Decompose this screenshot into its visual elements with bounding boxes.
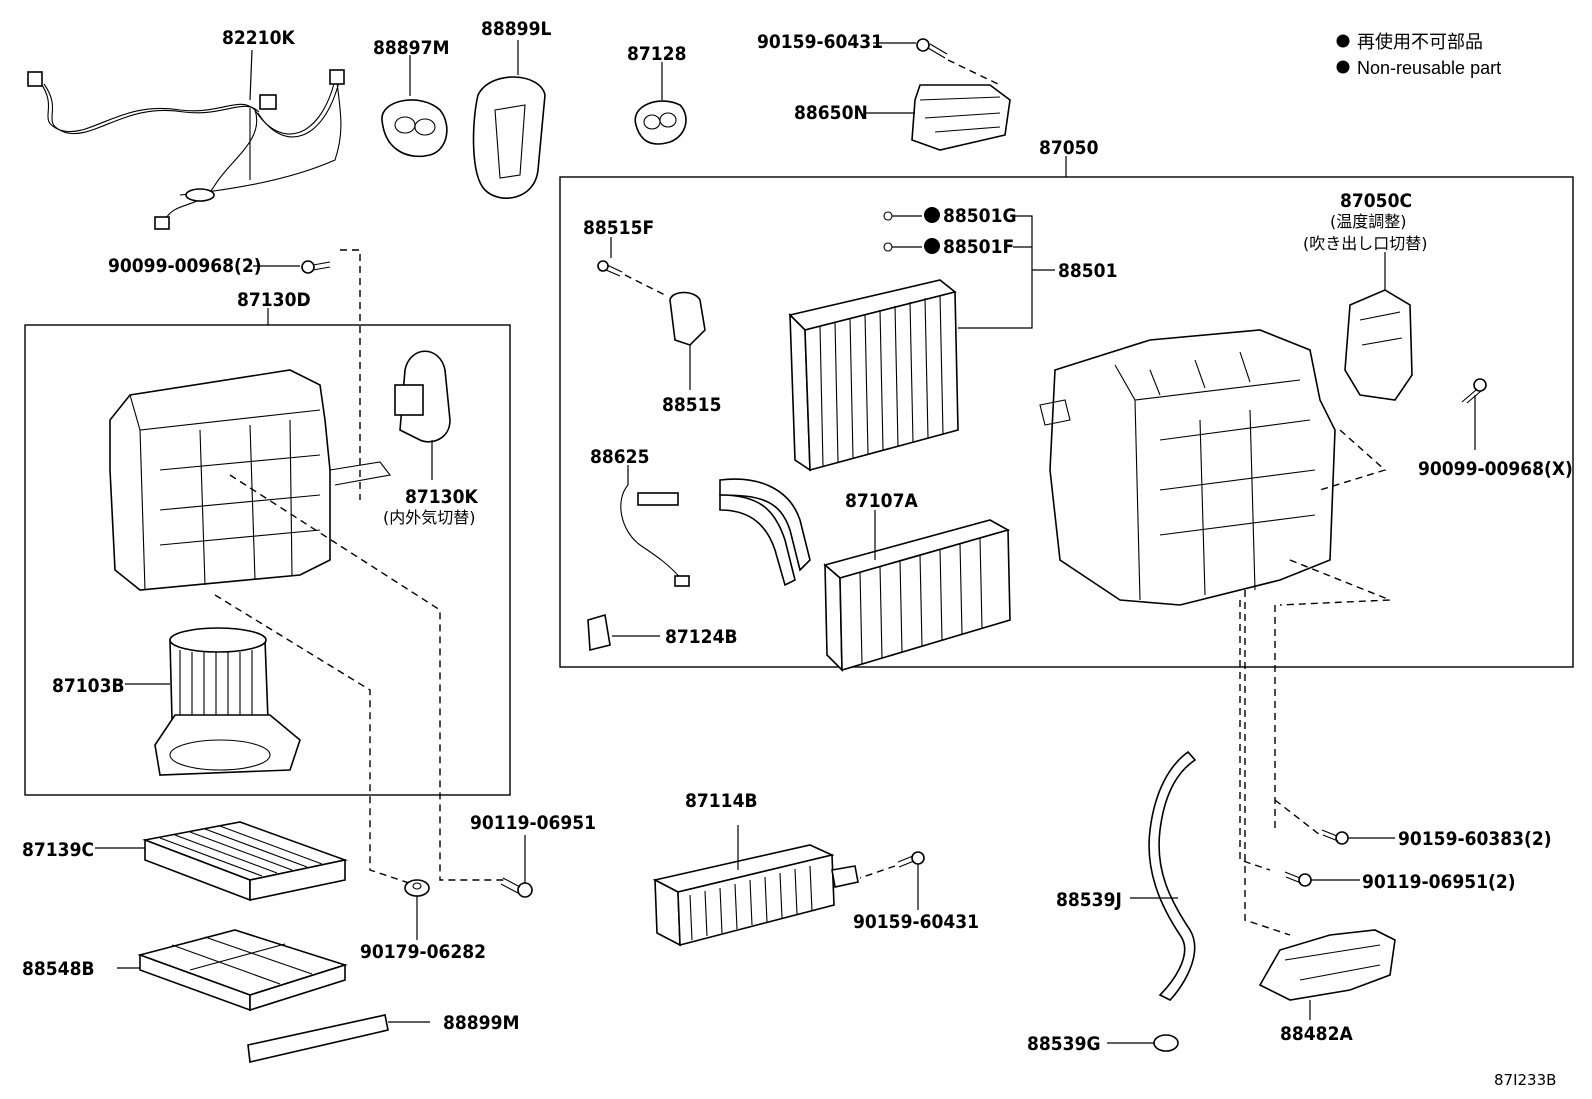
cover-88899M	[247, 1014, 430, 1063]
bolt-90159-60431-top	[873, 38, 1001, 86]
label-88539G: 88539G	[1027, 1033, 1101, 1055]
nonreusable-bullet-icon	[924, 207, 940, 223]
blower-case-87130D	[109, 369, 505, 886]
label-90179-06282: 90179-06282	[360, 941, 486, 963]
bolt-90159-60431-mid	[859, 851, 925, 910]
bolt-90159-60383-2	[1321, 829, 1395, 845]
sensor-88515	[669, 291, 706, 390]
label-88515F: 88515F	[583, 217, 654, 239]
label-88899M: 88899M	[443, 1012, 519, 1034]
label-88899L: 88899L	[481, 18, 551, 40]
label-87050C: 87050C	[1340, 190, 1412, 212]
wire-harness-82210K	[27, 49, 345, 230]
legend-en-text: Non-reusable part	[1357, 58, 1501, 78]
label-87130K: 87130K	[405, 486, 478, 508]
amplifier-88650N	[865, 84, 1011, 151]
label-88897M: 88897M	[373, 37, 449, 59]
label-88501F: 88501F	[943, 236, 1014, 258]
label-87130K-note: (内外気切替)	[383, 508, 476, 527]
label-87107A: 87107A	[845, 490, 918, 512]
bolt-88515F	[597, 237, 666, 296]
label-88501: 88501	[1058, 260, 1117, 282]
filter-87139C	[95, 821, 348, 902]
damper-motor-87050C	[1344, 252, 1413, 401]
label-88625: 88625	[590, 446, 649, 468]
label-87130D: 87130D	[237, 289, 311, 311]
label-87050: 87050	[1039, 137, 1099, 159]
heater-core-87107A	[719, 478, 1011, 672]
grommet-88539G	[1107, 1034, 1179, 1052]
seal-88899L	[472, 40, 546, 199]
ptc-heater-87114B	[652, 825, 859, 947]
label-88650N: 88650N	[794, 102, 868, 124]
label-88548B: 88548B	[22, 958, 95, 980]
label-90119-06951-2: 90119-06951(2)	[1362, 871, 1516, 893]
bracket-88482A	[1258, 929, 1396, 1020]
bolt-90099-00968-X	[1461, 378, 1487, 450]
thermistor-88625	[620, 465, 690, 587]
label-87050C-note1: (温度調整)	[1330, 212, 1407, 231]
label-88539J: 88539J	[1056, 889, 1122, 911]
label-90099-00968-2: 90099-00968(2)	[108, 255, 262, 277]
legend: 再使用不可部品 Non-reusable part	[1336, 32, 1501, 78]
legend-bullet-icon	[1336, 60, 1350, 74]
label-90099-00968-X: 90099-00968(X)	[1418, 458, 1573, 480]
grommet-87128	[634, 62, 687, 145]
label-90159-60383-2: 90159-60383(2)	[1398, 828, 1552, 850]
label-87114B: 87114B	[685, 790, 758, 812]
bolt-90119-06951-mid	[500, 835, 533, 898]
label-87128: 87128	[627, 43, 686, 65]
washer-90179-06282	[404, 879, 430, 940]
label-87103B: 87103B	[52, 675, 125, 697]
label-88482A: 88482A	[1280, 1023, 1353, 1045]
filter-frame-88548B	[117, 929, 348, 1012]
label-87050C-note2: (吹き出し口切替)	[1303, 234, 1428, 253]
diagram-id: 87I233B	[1494, 1071, 1556, 1089]
bolt-90119-06951-2	[1284, 871, 1360, 887]
label-90119-06951-mid: 90119-06951	[470, 812, 596, 834]
clip-87124B	[587, 613, 660, 652]
label-87139C: 87139C	[22, 839, 94, 861]
label-88501G: 88501G	[943, 205, 1017, 227]
label-82210K: 82210K	[222, 27, 295, 49]
label-88515: 88515	[662, 394, 721, 416]
damper-motor-87130K	[394, 350, 451, 480]
legend-bullet-icon	[1336, 34, 1350, 48]
label-90159-60431-mid: 90159-60431	[853, 911, 979, 933]
legend-jp-text: 再使用不可部品	[1357, 32, 1483, 52]
nonreusable-bullet-icon	[924, 238, 940, 254]
label-87124B: 87124B	[665, 626, 738, 648]
hvac-unit-87050	[1039, 329, 1391, 936]
drain-hose-88539J	[1130, 750, 1197, 1001]
blower-motor-87103B	[125, 627, 301, 776]
label-90159-60431-top: 90159-60431	[757, 31, 883, 53]
evaporator-88501	[788, 211, 1055, 472]
grommet-88897M	[381, 55, 448, 158]
bolt-90099-00968-2	[253, 249, 361, 500]
